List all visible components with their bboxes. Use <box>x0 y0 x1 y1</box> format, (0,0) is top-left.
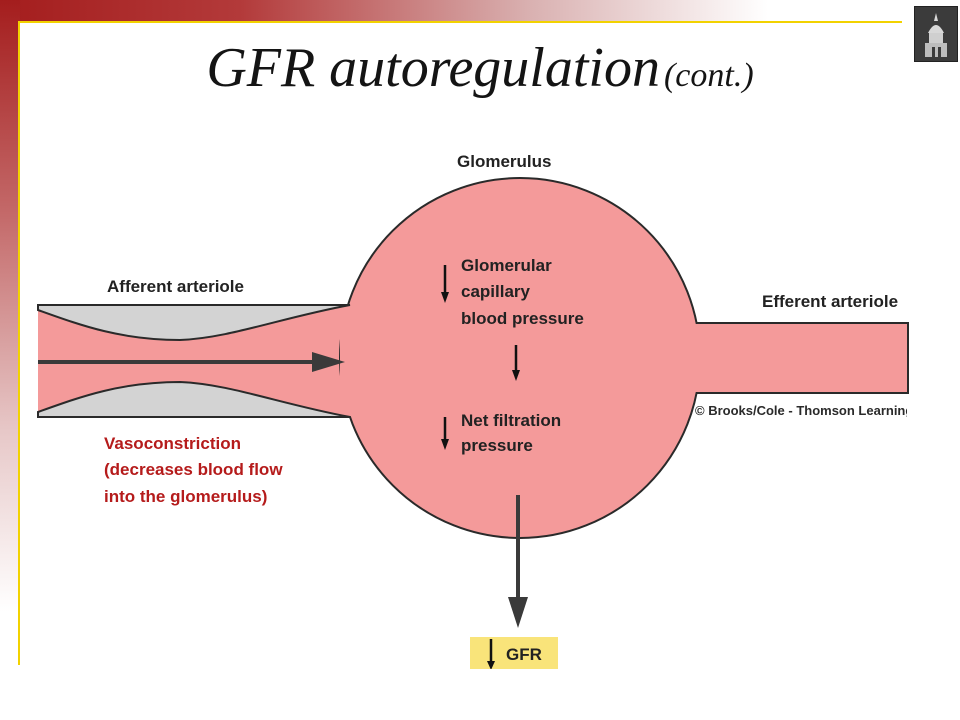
glomerulus-label: Glomerulus <box>457 152 552 171</box>
title-suffix: (cont.) <box>663 57 754 94</box>
gfr-down-arrow-icon <box>487 639 495 670</box>
constriction-wall-top <box>37 304 351 342</box>
vasoconstriction-line: into the glomerulus) <box>104 487 268 506</box>
filtration-arrow-icon <box>508 495 528 628</box>
afferent-arteriole-label: Afferent arteriole <box>107 277 244 296</box>
net-filtration-line: pressure <box>461 436 533 455</box>
gfr-label: GFR <box>506 645 542 664</box>
glomerulus-shape <box>339 177 701 539</box>
copyright-notice: © Brooks/Cole - Thomson Learning <box>695 403 907 418</box>
net-filtration-line: Net filtration <box>461 411 562 430</box>
sidebar-gradient-band <box>0 0 20 720</box>
frame-line-left <box>18 21 20 665</box>
flow-down-arrow-icon <box>512 345 520 381</box>
capillary-pressure-line: blood pressure <box>461 309 584 328</box>
efferent-arteriole-shape <box>689 322 909 394</box>
title-main: GFR autoregulation <box>206 37 660 99</box>
capillary-pressure-down-arrow-icon <box>441 265 449 303</box>
gfr-box <box>470 637 558 670</box>
frame-line-top <box>18 21 902 23</box>
capillary-pressure-line: capillary <box>461 282 530 301</box>
vasoconstriction-line: (decreases blood flow <box>104 460 283 479</box>
blood-flow-arrow-icon <box>38 352 345 372</box>
slide-title: GFR autoregulation (cont.) <box>0 36 960 100</box>
building-logo-icon <box>914 6 958 62</box>
capillary-pressure-line: Glomerular <box>461 256 552 275</box>
vasoconstriction-line: Vasoconstriction <box>104 434 241 453</box>
efferent-arteriole-label: Efferent arteriole <box>762 292 899 311</box>
constriction-wall-bottom <box>37 380 351 418</box>
header-gradient-band <box>0 0 960 22</box>
net-filtration-down-arrow-icon <box>441 417 449 450</box>
